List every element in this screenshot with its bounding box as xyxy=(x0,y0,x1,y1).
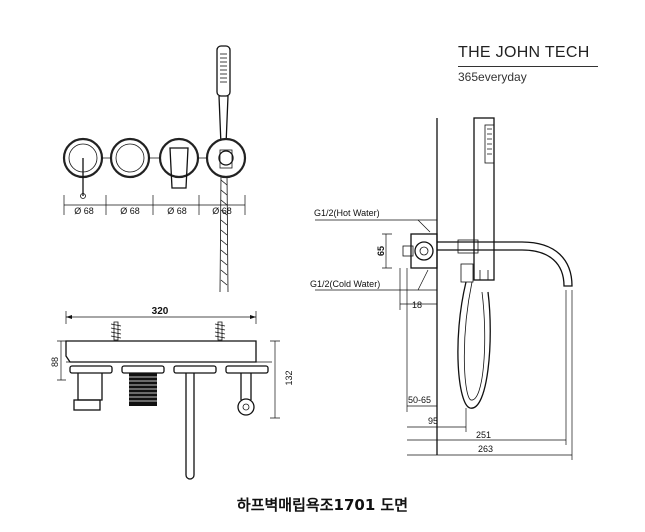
dim-95: 95 xyxy=(428,416,438,426)
brand-logo: THE JOHN TECH 365everyday xyxy=(458,44,608,84)
diameter-label: Ø 68 xyxy=(212,206,232,216)
hot-water-label: G1/2(Hot Water) xyxy=(314,208,380,218)
brand-name: THE JOHN TECH xyxy=(458,44,590,61)
brand-divider xyxy=(458,66,598,67)
dim-320: 320 xyxy=(152,306,169,317)
diameter-label: Ø 68 xyxy=(74,206,94,216)
front-view: Ø 68 Ø 68 Ø 68 Ø 68 xyxy=(62,45,247,293)
drawing-caption: 하프벽매립욕조1701 도면 xyxy=(236,496,409,514)
dim-88: 88 xyxy=(50,357,60,367)
dim-132: 132 xyxy=(284,370,294,385)
dim-251: 251 xyxy=(476,430,491,440)
diameter-label: Ø 68 xyxy=(120,206,140,216)
front-dimensions: Ø 68 Ø 68 Ø 68 Ø 68 xyxy=(63,195,246,216)
dim-18: 18 xyxy=(412,300,422,310)
diameter-label: Ø 68 xyxy=(167,206,187,216)
dim-65: 65 xyxy=(376,246,386,256)
cold-water-label: G1/2(Cold Water) xyxy=(310,279,380,289)
dim-50-65: 50-65 xyxy=(408,395,431,405)
brand-tagline: 365everyday xyxy=(458,70,527,84)
dim-263: 263 xyxy=(478,444,493,454)
front-plates xyxy=(62,137,247,199)
side-view: G1/2(Hot Water) G1/2(Cold Water) 65 18 5… xyxy=(310,117,573,460)
top-view: 320 88 132 xyxy=(50,306,294,480)
hand-shower xyxy=(216,45,231,293)
